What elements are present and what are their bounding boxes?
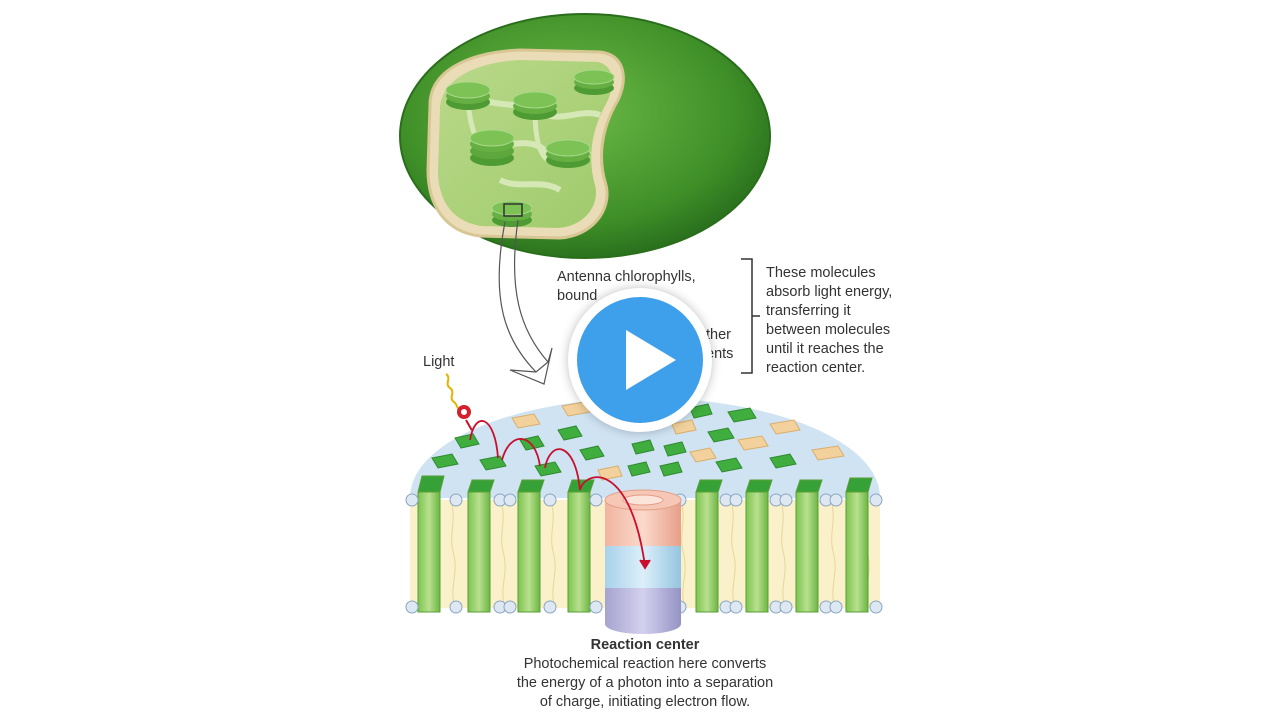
reaction-center-caption: Reaction center Photochemical reaction h… bbox=[470, 636, 820, 712]
play-button-circle bbox=[577, 297, 703, 423]
light-photon bbox=[445, 373, 475, 435]
energy-transfer-arrows bbox=[469, 420, 651, 570]
antenna-chlorophylls-label: Antenna chlorophylls, bound bbox=[557, 269, 696, 304]
grana-stack-4 bbox=[469, 129, 515, 166]
play-icon bbox=[626, 330, 676, 390]
reaction-center-description: Photochemical reaction here converts the… bbox=[516, 656, 774, 710]
lipid-heads bbox=[405, 493, 883, 614]
grana-stack-5 bbox=[545, 139, 591, 168]
energy-transfer-description: These molecules absorb light energy, tra… bbox=[766, 265, 893, 376]
grana-stack-1 bbox=[445, 81, 491, 110]
video-play-button[interactable] bbox=[568, 288, 712, 432]
zoom-arrow bbox=[498, 219, 553, 385]
reaction-center-title: Reaction center bbox=[590, 637, 700, 653]
grana-stack-2 bbox=[512, 91, 558, 120]
grana-stack-3 bbox=[573, 69, 615, 95]
light-label: Light bbox=[423, 354, 455, 370]
chloroplast bbox=[399, 13, 771, 259]
grana-stack-6 bbox=[491, 200, 533, 227]
antenna-pigments bbox=[431, 401, 845, 481]
other-pigments-label: ther ents bbox=[706, 327, 734, 362]
bracket bbox=[741, 258, 760, 374]
transmembrane-proteins bbox=[417, 475, 873, 613]
